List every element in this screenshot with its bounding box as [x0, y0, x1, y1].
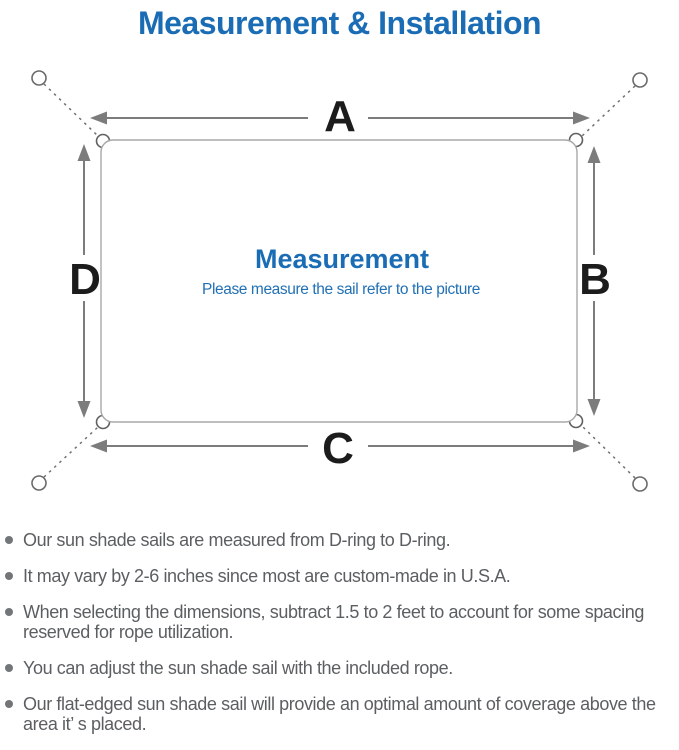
arrow-left-icon: [90, 111, 107, 125]
corner-rope-lines: [43, 83, 636, 479]
bullet-icon: [5, 700, 13, 708]
note-text: When selecting the dimensions, subtract …: [23, 602, 644, 642]
label-side-a: A: [324, 92, 356, 141]
notes-list: Our sun shade sails are measured from D-…: [5, 530, 669, 750]
diagram-heading: Measurement: [255, 244, 429, 274]
anchor-circle-icon: [632, 72, 648, 88]
label-side-b: B: [579, 255, 611, 304]
rope-top-left: [43, 83, 99, 137]
sail-diagram-svg: A B C D Measurement Please measure the s…: [31, 70, 648, 492]
measure-arrows: [77, 111, 601, 453]
bullet-icon: [5, 608, 13, 616]
measurement-diagram: A B C D Measurement Please measure the s…: [31, 70, 648, 492]
arrow-right-icon: [573, 439, 590, 453]
note-text: Our sun shade sails are measured from D-…: [23, 530, 451, 550]
note-text: You can adjust the sun shade sail with t…: [23, 658, 453, 678]
arrow-down-icon: [77, 401, 91, 418]
anchor-circle-icon: [31, 475, 47, 491]
rope-bottom-left: [43, 426, 99, 478]
label-side-d: D: [69, 255, 101, 304]
arrow-left-icon: [90, 439, 107, 453]
anchor-points: [31, 70, 648, 492]
note-text: It may vary by 2-6 inches since most are…: [23, 566, 511, 586]
diagram-subheading: Please measure the sail refer to the pic…: [202, 281, 480, 298]
label-side-c: C: [322, 424, 354, 473]
page-title: Measurement & Installation: [137, 4, 542, 41]
bullet-icon: [5, 536, 13, 544]
anchor-circle-icon: [31, 70, 47, 86]
arrow-down-icon: [587, 399, 601, 416]
list-item: Our flat-edged sun shade sail will provi…: [5, 694, 669, 734]
bullet-icon: [5, 664, 13, 672]
sail-outline: [100, 139, 578, 423]
anchor-circle-icon: [632, 476, 648, 492]
list-item: You can adjust the sun shade sail with t…: [5, 658, 669, 678]
bullet-icon: [5, 572, 13, 580]
arrow-up-icon: [587, 146, 601, 163]
list-item: When selecting the dimensions, subtract …: [5, 602, 669, 642]
rope-top-right: [581, 85, 636, 137]
list-item: Our sun shade sails are measured from D-…: [5, 530, 669, 550]
note-text: Our flat-edged sun shade sail will provi…: [23, 694, 656, 734]
list-item: It may vary by 2-6 inches since most are…: [5, 566, 669, 586]
rope-bottom-right: [581, 425, 636, 479]
arrow-right-icon: [573, 111, 590, 125]
arrow-up-icon: [77, 144, 91, 161]
